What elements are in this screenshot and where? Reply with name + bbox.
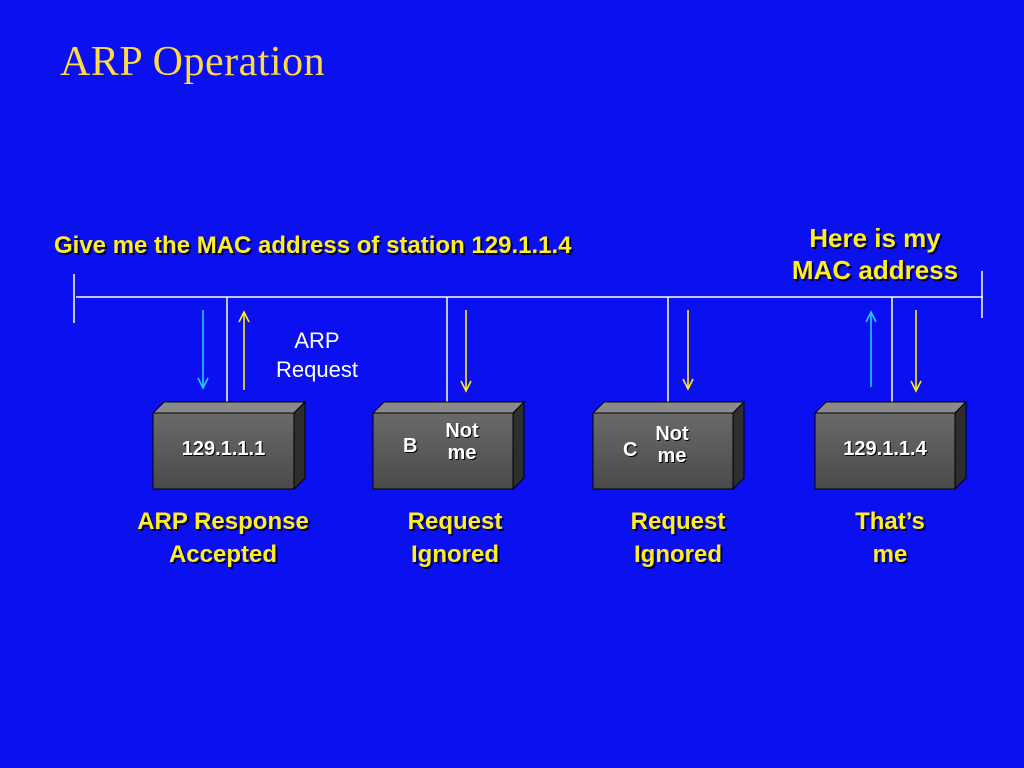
arrowhead-up-yellow-a bbox=[238, 310, 250, 323]
station-c-label: C bbox=[623, 439, 638, 461]
arp-request-label-line-2: Request bbox=[276, 357, 358, 382]
station-b-note-line-2: me bbox=[447, 442, 477, 464]
arp-request-label-line-1: ARP bbox=[294, 328, 340, 353]
arrowhead-down-yellow-c bbox=[682, 378, 694, 391]
reply-text-line-1: Here is my bbox=[809, 223, 941, 253]
station-box-a-top bbox=[151, 401, 307, 414]
station-c-outcome: Request Ignored bbox=[598, 505, 758, 571]
station-box-d-side bbox=[954, 400, 967, 491]
station-a-label: 129.1.1.1 bbox=[181, 438, 266, 460]
station-b-outcome-line-2: Ignored bbox=[411, 541, 499, 568]
station-box-c-top bbox=[591, 401, 746, 414]
arrowhead-down-yellow-b bbox=[460, 380, 472, 393]
station-box-c-face bbox=[592, 412, 734, 490]
station-box-c bbox=[591, 400, 746, 491]
arrowhead-up-cyan-d bbox=[865, 310, 877, 323]
station-box-c-side bbox=[732, 400, 745, 491]
station-a-outcome-line-1: ARP Response bbox=[137, 508, 309, 535]
request-text: Give me the MAC address of station 129.1… bbox=[54, 232, 572, 259]
station-c-note-line-2: me bbox=[657, 445, 687, 467]
station-box-a-side bbox=[293, 400, 306, 491]
reply-text-line-2: MAC address bbox=[791, 255, 959, 285]
station-b-outcome: Request Ignored bbox=[375, 505, 535, 571]
station-a-outcome: ARP Response Accepted bbox=[98, 505, 348, 571]
station-box-d-face bbox=[814, 412, 956, 490]
arrowhead-down-yellow-d bbox=[910, 380, 922, 393]
arrowhead-down-cyan-a bbox=[197, 377, 209, 390]
station-box-d-top bbox=[813, 401, 968, 414]
station-box-d bbox=[813, 400, 968, 491]
station-box-b-face bbox=[372, 412, 514, 490]
station-b-note-line-1: Not bbox=[445, 420, 479, 442]
station-c-note: Not me bbox=[642, 423, 702, 467]
station-c-outcome-line-2: Ignored bbox=[634, 541, 722, 568]
station-b-note: Not me bbox=[432, 420, 492, 464]
reply-text: Here is my MAC address bbox=[770, 222, 980, 286]
station-c-outcome-line-1: Request bbox=[630, 508, 726, 535]
slide-title: ARP Operation bbox=[60, 39, 326, 85]
station-d-label: 129.1.1.4 bbox=[843, 438, 927, 460]
ethernet-bus bbox=[73, 271, 983, 323]
station-a-outcome-line-2: Accepted bbox=[168, 541, 278, 568]
station-d-outcome-line-1: That’s bbox=[855, 508, 925, 535]
station-d-outcome-line-2: me bbox=[872, 541, 908, 568]
station-box-a-face bbox=[152, 412, 295, 490]
station-box-b-top bbox=[371, 401, 526, 414]
station-box-b bbox=[371, 400, 526, 491]
station-b-label: B bbox=[403, 435, 418, 457]
station-box-a bbox=[151, 400, 307, 491]
station-c-note-line-1: Not bbox=[655, 423, 689, 445]
arp-request-label: ARP Request bbox=[262, 326, 372, 384]
station-d-outcome: That’s me bbox=[820, 505, 960, 571]
station-b-outcome-line-1: Request bbox=[407, 508, 503, 535]
station-box-b-side bbox=[512, 400, 525, 491]
